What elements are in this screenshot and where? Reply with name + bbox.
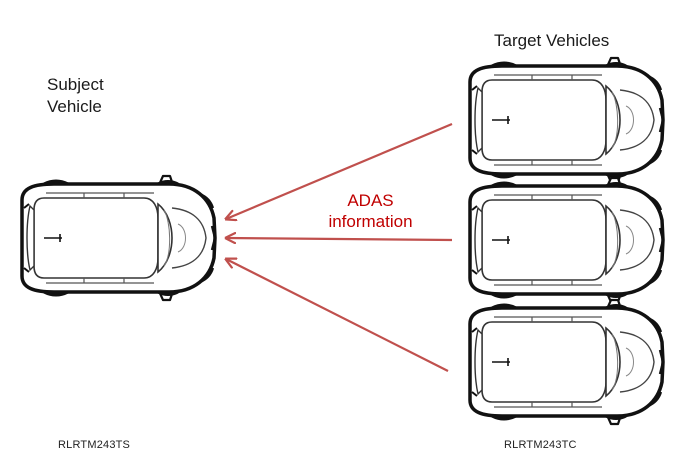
subject-vehicle-code: RLRTM243TS — [58, 439, 131, 451]
subject-vehicle-label-line2: Vehicle — [47, 97, 102, 116]
target-vehicles-code: RLRTM243TC — [504, 439, 577, 451]
target-vehicles-label: Target Vehicles — [494, 31, 610, 50]
target-vehicle-2 — [468, 176, 665, 304]
adas-arrow-middle — [226, 238, 453, 240]
target-vehicle-3 — [468, 298, 665, 426]
adas-label-line2: information — [328, 212, 413, 231]
adas-arrow-top — [226, 122, 453, 219]
target-vehicle-1 — [468, 56, 665, 184]
adas-arrow-bottom — [226, 259, 449, 372]
adas-label-line1: ADAS — [347, 191, 394, 210]
subject-vehicle-label-line1: Subject — [47, 75, 104, 94]
subject-vehicle-label: Subject Vehicle — [47, 74, 104, 118]
subject-vehicle — [20, 174, 217, 302]
adas-information-label: ADAS information — [308, 190, 433, 232]
